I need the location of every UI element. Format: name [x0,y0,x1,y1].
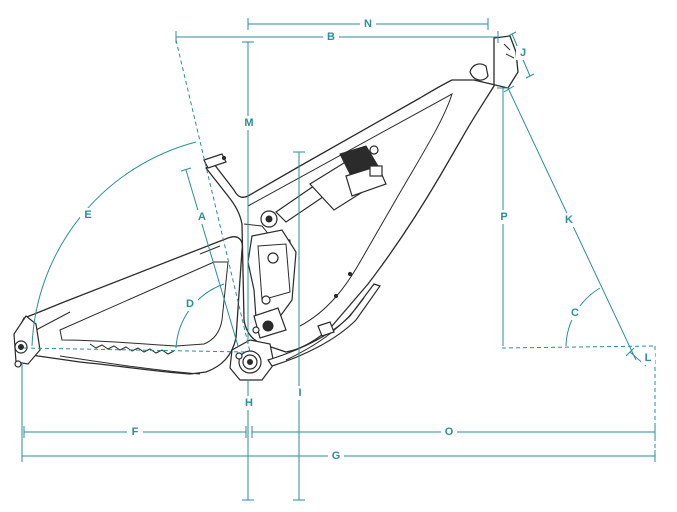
rear-axle-inner [18,344,24,350]
bottle-bolt-1 [333,293,339,299]
dimension-f: F [23,425,247,439]
chainstay-teeth [89,343,175,355]
down-tube-guard [267,283,381,367]
dimension-l: L [625,347,655,367]
dimension-c: C [565,287,601,347]
cable-port [469,63,489,81]
label-n: N [364,18,372,30]
dimension-h: H [241,380,257,501]
label-d: D [186,298,194,310]
dimension-k: K [503,85,637,361]
dimension-j: J [507,31,535,79]
label-j: J [520,47,526,59]
head-tube-detail [503,43,515,59]
dimension-n: N [247,17,489,31]
dimension-b: B [175,30,499,44]
label-g: G [332,450,341,462]
label-h: H [245,397,253,409]
label-o: O [445,426,454,438]
seat-clamp-bolt [221,155,227,161]
rear-triangle-inner [59,261,229,347]
seat-clamp [203,153,227,169]
label-c: C [571,307,579,319]
dimension-p: P [496,87,512,346]
bb-axle-reference [23,347,249,353]
head-tube-base-reference [501,345,656,349]
dimension-a: A [180,167,239,347]
label-m: M [244,117,253,129]
linkage [247,229,297,339]
label-l: L [645,352,652,364]
lower-chainstay [59,355,201,375]
dimension-i: I [292,151,308,501]
dimensions: N B M H I [21,17,656,501]
label-p: P [500,211,507,223]
dimension-e: E [31,141,197,347]
label-b: B [327,31,335,43]
rear-dropout [13,315,41,365]
front-triangle [205,35,519,353]
seat-stay-bridge [35,245,221,331]
dimension-d: D [175,283,225,349]
rear-triangle [15,236,244,375]
top-tube-inner [247,92,453,327]
seat-tube-axis [175,39,251,353]
bike-frame [13,35,519,381]
derailleur-hanger [14,360,22,368]
label-a: A [198,211,206,223]
rear-shock [260,145,387,228]
bottom-bracket [229,339,275,381]
bottle-bolt-2 [347,271,353,277]
label-i: I [298,387,301,399]
dimension-g: G [21,449,656,463]
label-f: F [132,426,139,438]
bottle-mount [317,321,335,337]
dimension-m: M [241,41,257,344]
label-e: E [84,209,91,221]
label-k: K [565,214,573,226]
dimension-o: O [251,425,656,439]
